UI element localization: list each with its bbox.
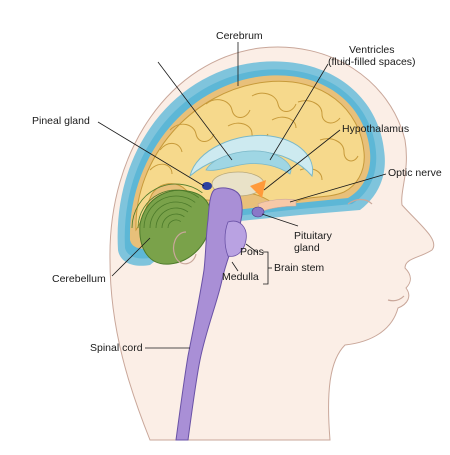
gyrus-line — [169, 123, 215, 142]
leader-cerebellum — [111, 237, 151, 277]
optic-nerve — [257, 198, 297, 213]
ear — [173, 231, 197, 265]
cerebellum-folium — [167, 219, 182, 229]
label-brain-stem: Brain stem — [274, 262, 325, 274]
label-pituitary-gland: Pituitary gland — [294, 230, 332, 254]
cerebrum-gyri — [149, 92, 359, 181]
hypothalamus — [250, 180, 266, 198]
pituitary-gland — [251, 206, 265, 218]
label-medulla: Medulla — [222, 271, 259, 283]
gyrus-line — [149, 163, 173, 175]
leader-medulla — [231, 261, 239, 272]
label-cerebellum: Cerebellum — [52, 273, 106, 285]
label-optic-nerve: Optic nerve — [388, 167, 442, 179]
leader-pituitary — [261, 213, 299, 227]
cerebellum-folium — [149, 201, 192, 229]
label-ventricles-line2: (fluid-filled spaces) — [328, 56, 416, 68]
eye — [347, 198, 373, 205]
cerebellum-folium — [131, 183, 203, 229]
gyrus-line — [271, 116, 297, 129]
leader-hypothalamus — [263, 129, 341, 191]
cerebellum-folium — [161, 213, 185, 229]
cerebellum-folium — [155, 207, 189, 229]
label-pons: Pons — [240, 246, 264, 258]
cerebellum-folia — [131, 183, 203, 229]
brainstem — [175, 187, 243, 441]
gyrus-line — [159, 143, 183, 153]
label-hypothalamus: Hypothalamus — [342, 123, 410, 135]
gyrus-line — [319, 138, 359, 162]
leader-pineal — [97, 121, 205, 187]
leader-optic — [289, 173, 387, 203]
label-pituitary-line2: gland — [294, 242, 320, 254]
cerebellum-folium — [137, 189, 200, 229]
gyrus-line — [205, 99, 251, 118]
label-pituitary-line1: Pituitary — [294, 230, 332, 242]
leader-pons — [245, 243, 259, 254]
label-ventricles-line1: Ventricles — [349, 44, 395, 56]
cerebellum-folium — [143, 195, 196, 229]
label-pineal-gland: Pineal gland — [32, 115, 90, 127]
label-cerebrum: Cerebrum — [216, 30, 263, 42]
leader-lines — [97, 42, 387, 349]
pineal-gland — [202, 182, 212, 190]
ventricle — [205, 150, 292, 175]
label-spinal-cord: Spinal cord — [90, 342, 143, 354]
leader-ventricles — [269, 63, 329, 161]
pons — [224, 220, 247, 257]
leader-cerebrum-2 — [157, 61, 233, 161]
label-ventricles: Ventricles (fluid-filled spaces) — [328, 44, 416, 68]
gyrus-line — [251, 92, 297, 112]
gyrus-line — [299, 167, 323, 181]
mouth — [387, 295, 405, 302]
gyrus-line — [297, 100, 341, 124]
